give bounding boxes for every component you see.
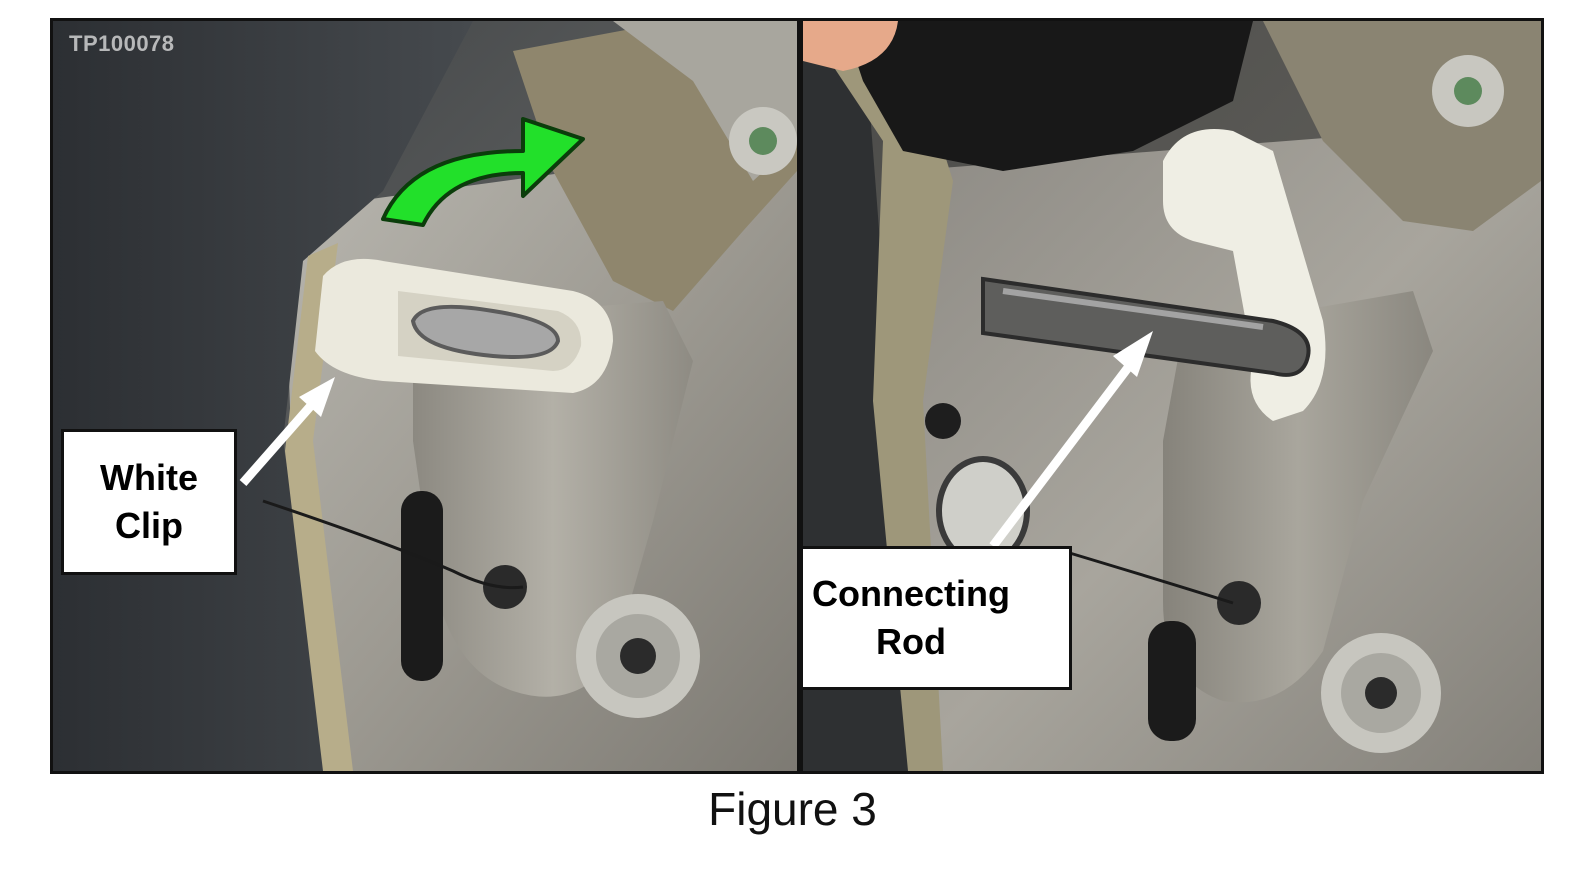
photo-panel-left: TP100078 White Clip [53,21,797,771]
white-clip-callout-line1: White [100,457,198,499]
photo-white-clip [53,21,797,771]
rotation-arrow [381,117,585,227]
figure-frame: TP100078 White Clip [50,18,1544,774]
white-clip-callout-line2: Clip [114,505,183,546]
connecting-rod-callout: Connecting Rod [803,546,1072,690]
connecting-rod-callout-line2: Rod [876,621,946,662]
photo-id-watermark: TP100078 [69,31,175,56]
panel-divider [797,21,803,771]
figure-caption: Figure 3 [708,783,877,835]
white-clip-callout: White Clip [61,429,237,575]
photo-panel-right: Connecting Rod [803,21,1541,771]
connecting-rod-callout-line1: Connecting [812,573,1010,615]
